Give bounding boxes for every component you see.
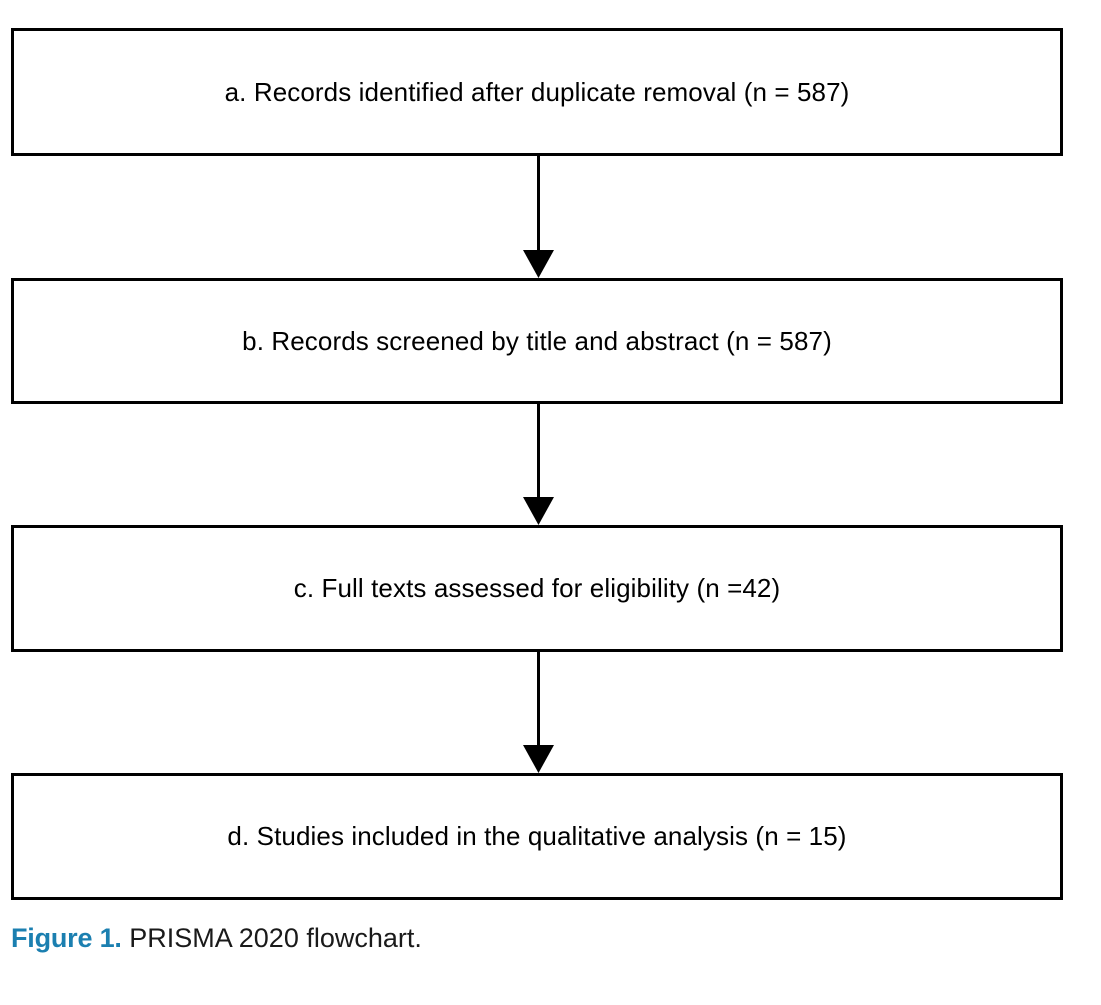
flowchart-box-d-label: d. Studies included in the qualitative a…: [227, 821, 847, 852]
flowchart-box-c: c. Full texts assessed for eligibility (…: [11, 525, 1063, 652]
figure-caption-number: Figure 1.: [11, 923, 122, 953]
figure-caption-text: PRISMA 2020 flowchart.: [121, 923, 422, 953]
flowchart-box-a: a. Records identified after duplicate re…: [11, 28, 1063, 156]
flowchart-box-a-label: a. Records identified after duplicate re…: [224, 76, 850, 107]
flowchart-box-c-label: c. Full texts assessed for eligibility (…: [293, 573, 781, 604]
flowchart-box-b: b. Records screened by title and abstrac…: [11, 278, 1063, 404]
flowchart-box-d: d. Studies included in the qualitative a…: [11, 773, 1063, 900]
flowchart-box-b-label: b. Records screened by title and abstrac…: [242, 325, 832, 356]
figure-caption: Figure 1. PRISMA 2020 flowchart.: [11, 922, 1063, 954]
